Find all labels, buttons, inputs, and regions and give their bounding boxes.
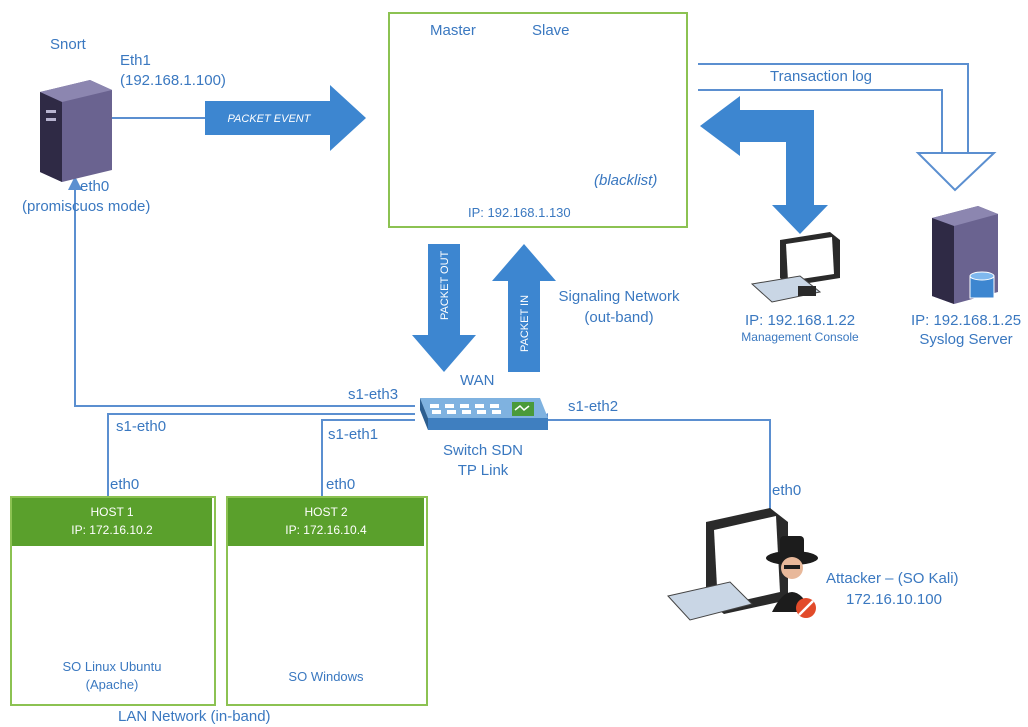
host1-ip: IP: 172.16.10.2 — [71, 523, 153, 537]
host2-title: HOST 2 — [304, 505, 348, 519]
signaling-line2: (out-band) — [584, 309, 654, 326]
management-computer-icon — [750, 232, 840, 303]
host1-os1: SO Linux Ubuntu — [62, 659, 162, 674]
host2-eth-label: eth0 — [326, 476, 356, 493]
management-name: Management Console — [741, 330, 859, 344]
slave-label: Slave — [532, 22, 570, 39]
controller-ip: IP: 192.168.1.130 — [468, 205, 571, 220]
host2-ip: IP: 172.16.10.4 — [285, 523, 367, 537]
packet-event-arrow — [205, 85, 366, 151]
switch-label2: TP Link — [457, 462, 509, 479]
snort-eth1-label: Eth1 — [120, 52, 151, 69]
snort-mode-label: (promiscuos mode) — [22, 198, 151, 215]
packet-event-text: PACKET EVENT — [228, 113, 312, 125]
snort-eth0-line — [74, 182, 415, 407]
attacker-computer-icon — [667, 508, 818, 621]
attacker-ip: 172.16.10.100 — [846, 591, 942, 608]
sdn-switch-icon — [420, 398, 548, 430]
host2-os: SO Windows — [288, 669, 364, 684]
host1-header: HOST 1 IP: 172.16.10.2 — [12, 498, 212, 546]
packet-out-arrow — [412, 244, 476, 372]
s1-eth3-label: s1-eth3 — [348, 386, 399, 403]
blacklist-label: (blacklist) — [594, 172, 658, 189]
s1-eth1-line — [321, 419, 415, 496]
s1-eth2-label: s1-eth2 — [568, 398, 619, 415]
syslog-server-icon — [932, 206, 998, 304]
snort-eth0-label: eth0 — [80, 178, 110, 195]
transaction-log-label: Transaction log — [770, 68, 872, 85]
packet-in-text: PACKET IN — [519, 295, 531, 352]
snort-title: Snort — [50, 36, 86, 53]
lan-label: LAN Network (in-band) — [118, 708, 271, 725]
signaling-line1: Signaling Network — [558, 288, 680, 305]
syslog-name: Syslog Server — [919, 331, 1013, 348]
snort-eth1-ip: (192.168.1.100) — [120, 72, 226, 89]
transaction-log-arrow — [915, 152, 997, 192]
controller-box — [388, 12, 688, 228]
management-arrow — [700, 96, 828, 234]
s1-eth0-line — [107, 413, 415, 496]
master-label: Master — [430, 22, 476, 39]
s1-eth0-label: s1-eth0 — [116, 418, 167, 435]
s1-eth2-line — [548, 419, 771, 520]
s1-eth1-label: s1-eth1 — [328, 426, 379, 443]
host1-os2: (Apache) — [85, 677, 139, 692]
host1-title: HOST 1 — [90, 505, 134, 519]
syslog-ip: IP: 192.168.1.25 — [910, 312, 1022, 329]
management-ip: IP: 192.168.1.22 — [744, 312, 856, 329]
attacker-eth-label: eth0 — [772, 482, 802, 499]
switch-label1: Switch SDN — [442, 442, 524, 459]
snort-server-icon — [40, 80, 112, 182]
wan-label: WAN — [460, 372, 495, 389]
host1-eth-label: eth0 — [110, 476, 140, 493]
packet-in-arrow — [492, 244, 556, 372]
attacker-name: Attacker – (SO Kali) — [826, 570, 959, 587]
host2-header: HOST 2 IP: 172.16.10.4 — [228, 498, 424, 546]
packet-out-text: PACKET OUT — [439, 250, 451, 320]
